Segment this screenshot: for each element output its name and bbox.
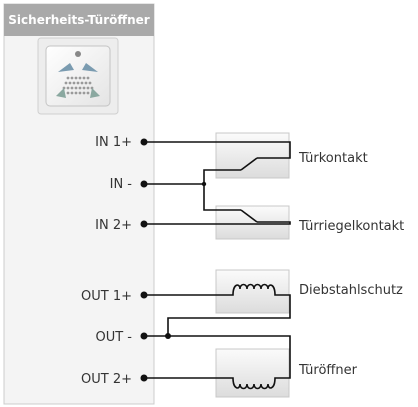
wire-in2p-tuerriegelkontakt (144, 221, 291, 225)
terminal-dot-out2p (140, 374, 148, 382)
terminal-dot-outm (140, 332, 148, 340)
terminal-dot-in1p (140, 138, 148, 146)
terminal-label-outm: OUT - (95, 330, 132, 345)
module-title: Sicherheits-Türöffner (8, 13, 150, 27)
wire-tuerkontakt-common (203, 169, 241, 211)
terminal-label-in1p: IN 1+ (95, 135, 132, 150)
tuerkontakt-box (215, 132, 290, 179)
wire-diebstahlschutz-outm (167, 294, 291, 336)
junction-dot (165, 333, 171, 339)
terminal-dots (140, 138, 207, 382)
wire-outm-tueroeffner (168, 335, 291, 379)
coil-icon (230, 283, 277, 296)
terminal-label-out1p: OUT 1+ (81, 289, 132, 304)
switch-contact-icon (240, 209, 258, 223)
terminal-dot-inm (140, 180, 148, 188)
junction-dot (201, 181, 207, 187)
wiring (144, 141, 291, 390)
device-label-tuerkontakt: Türkontakt (298, 151, 368, 166)
device-label-tueroeffner: Türöffner (298, 363, 358, 378)
switch-contact-icon (240, 157, 258, 171)
terminal-label-inm: IN - (110, 177, 133, 192)
terminal-label-out2p: OUT 2+ (81, 372, 132, 387)
terminal-dot-out1p (140, 291, 148, 299)
door-opener-module-icon (37, 37, 119, 115)
device-label-tuerriegelkontakt: Türriegelkontakt (298, 219, 404, 234)
module-title-bar (4, 4, 154, 36)
tueroeffner-box (215, 348, 290, 398)
coil-icon (230, 377, 277, 390)
diebstahlschutz-box (215, 269, 290, 314)
wire-in1p-tuerkontakt (144, 141, 291, 159)
terminal-label-in2p: IN 2+ (95, 218, 132, 233)
terminal-dot-in2p (140, 220, 148, 228)
device-label-diebstahlschutz: Diebstahlschutz (299, 283, 403, 298)
